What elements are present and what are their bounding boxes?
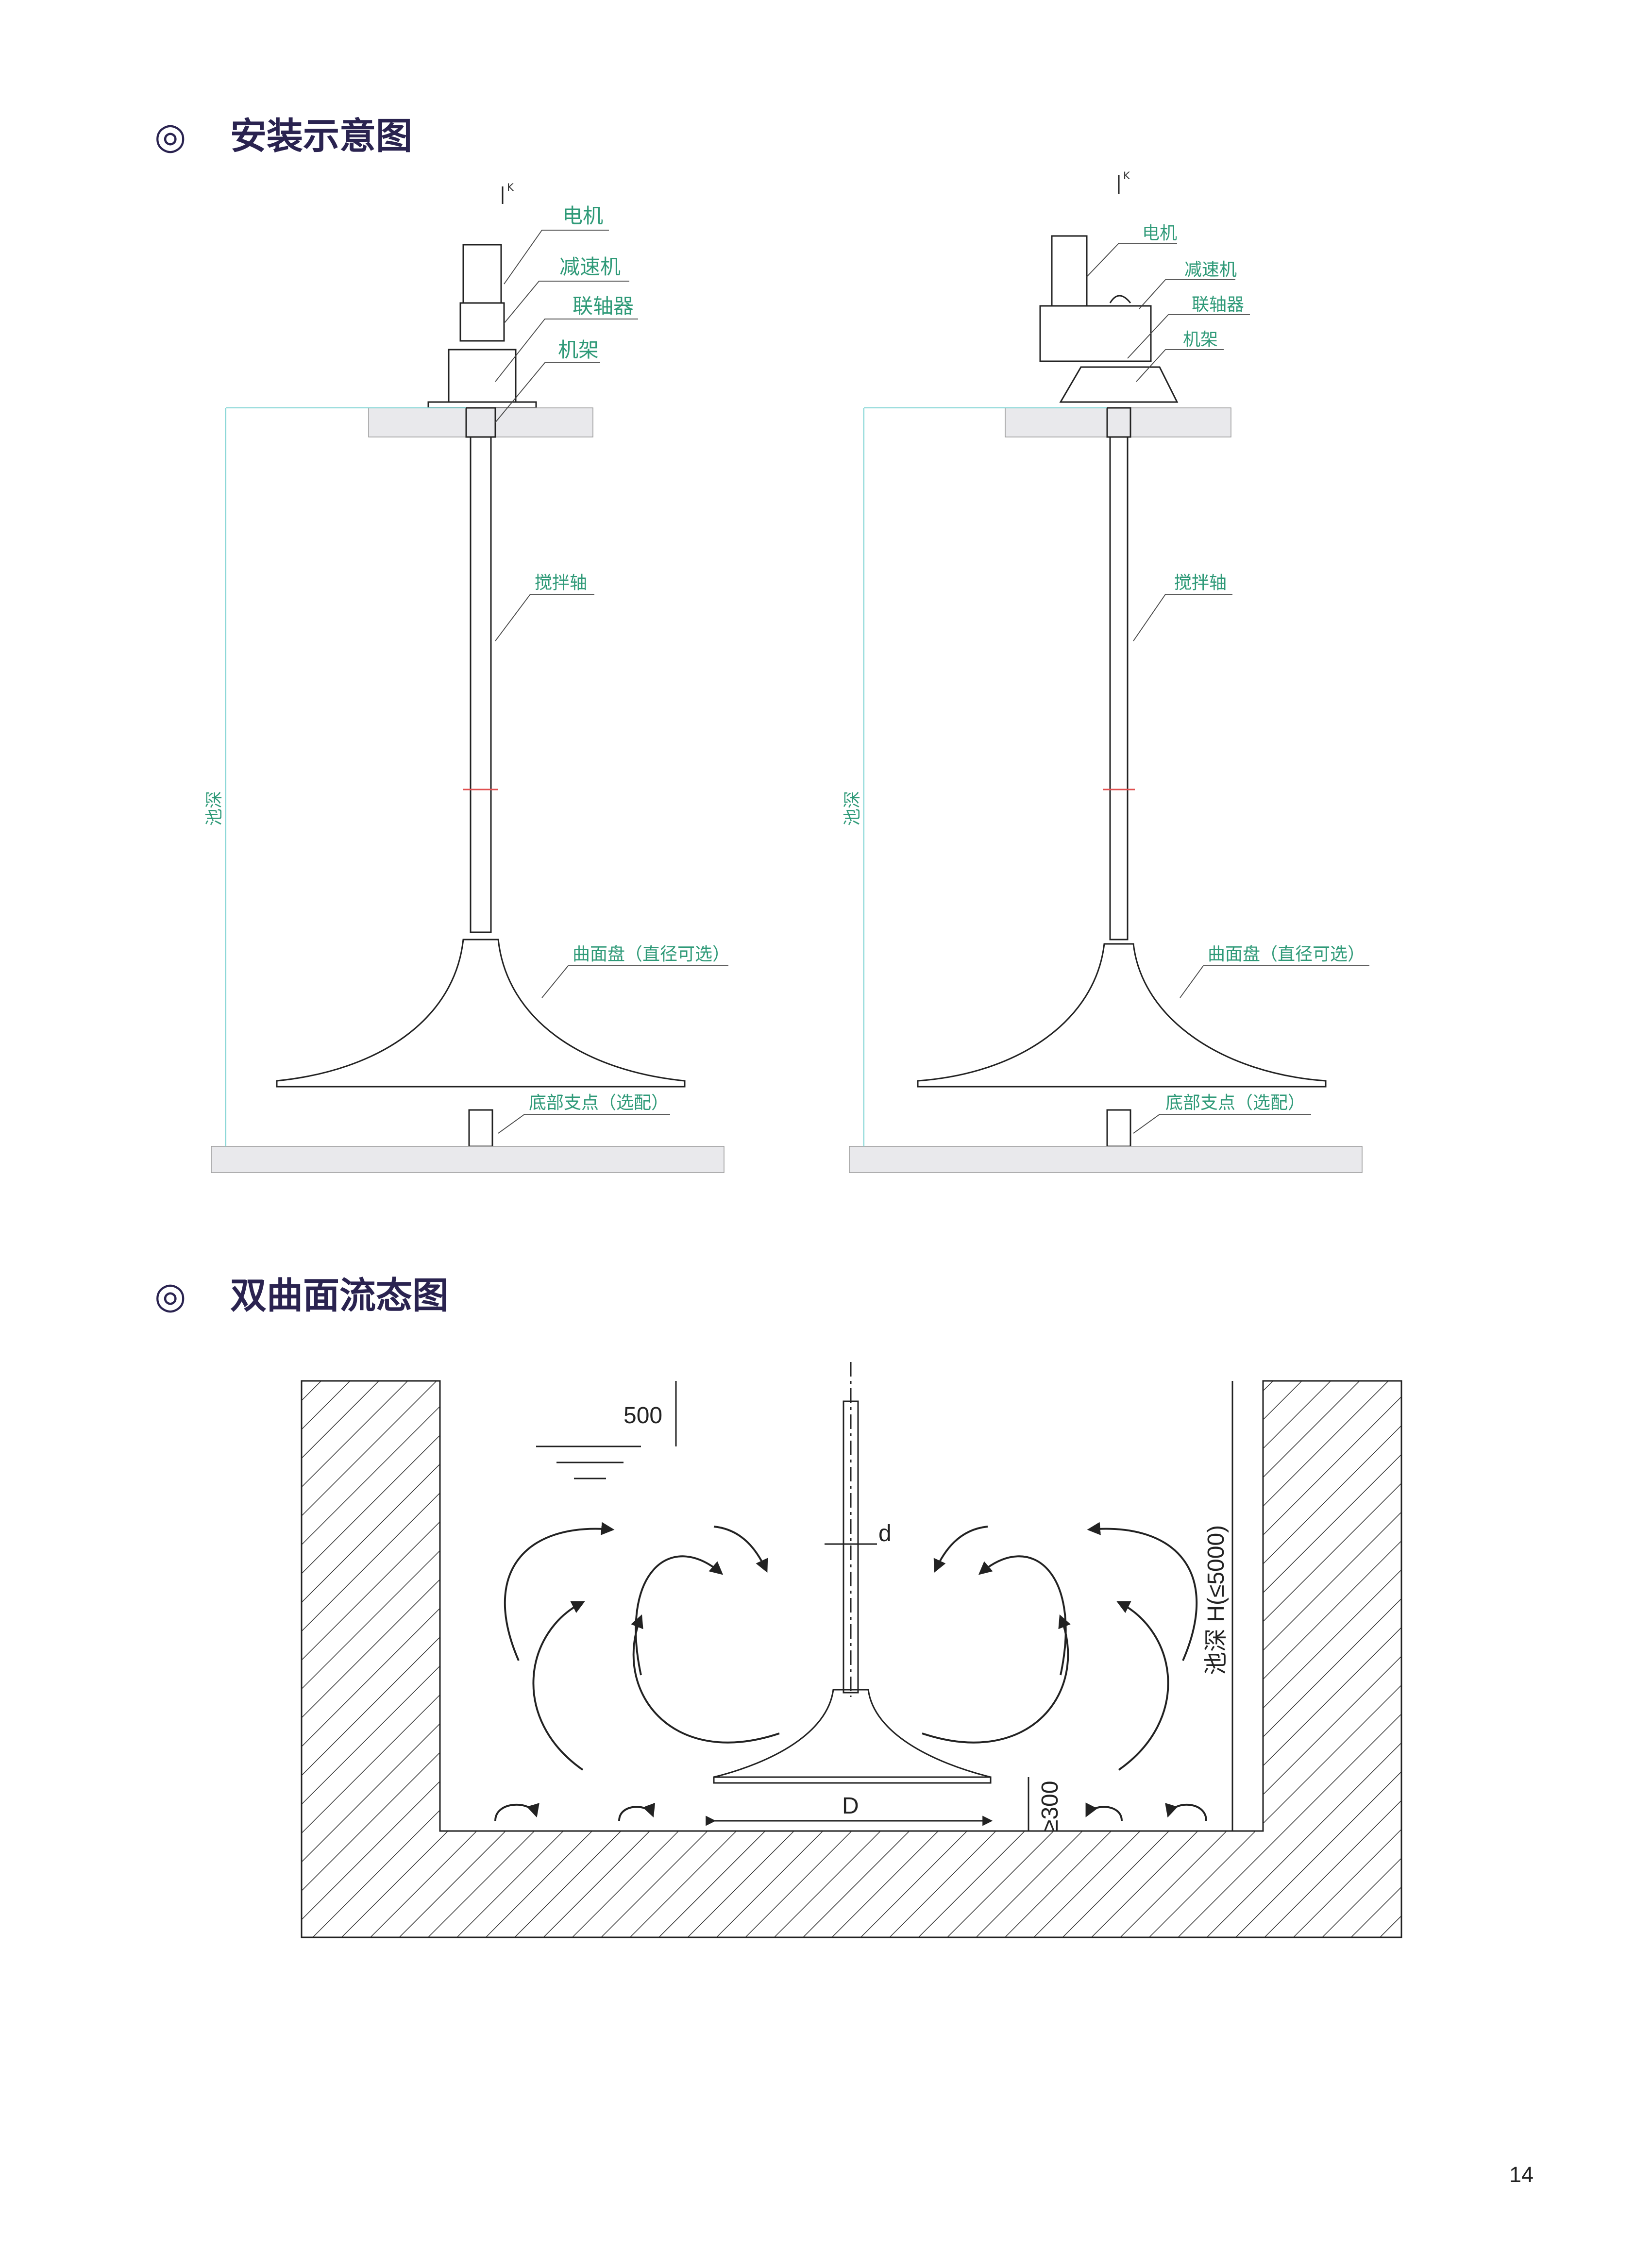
label-support: 底部支点（选配） <box>529 1093 669 1113</box>
label-reducer: 减速机 <box>559 255 621 279</box>
curved-disc <box>713 1689 991 1778</box>
label-disc: 曲面盘（直径可选） <box>573 944 730 964</box>
dim-disc-diameter: D <box>842 1793 859 1819</box>
frame <box>448 349 517 403</box>
label-coupling: 联轴器 <box>1192 295 1244 315</box>
label-frame: 机架 <box>558 338 599 362</box>
label-disc: 曲面盘（直径可选） <box>1208 944 1365 964</box>
frame <box>1059 366 1179 403</box>
label-shaft: 搅拌轴 <box>1174 573 1227 593</box>
motor <box>1051 235 1088 307</box>
shaft <box>470 436 492 933</box>
floor-slab <box>1005 407 1231 437</box>
dim-depth: 池深 H(≤5000) <box>1203 1525 1229 1675</box>
curved-disc <box>917 943 1327 1088</box>
page-number: 14 <box>1509 2162 1534 2187</box>
pool-bottom <box>849 1146 1363 1173</box>
flow-diagram: 500 d D ≥300 池深 H(≤5000) <box>301 1362 1402 1938</box>
pool-bottom <box>211 1146 725 1173</box>
label-frame: 机架 <box>1183 330 1218 350</box>
label-reducer: 减速机 <box>1184 260 1237 280</box>
view-mark: K <box>507 182 514 193</box>
shaft <box>1109 436 1129 941</box>
section-heading-install: ◎ 安装示意图 <box>154 115 412 157</box>
heading-marker: ◎ <box>154 115 186 157</box>
curved-disc <box>276 939 686 1088</box>
heading-title: 双曲面流态图 <box>230 1274 449 1317</box>
install-drawing-right: K 池深 电机 减速机 联轴器 机架 搅拌轴 曲面盘（直径可选） 底部支点（选配… <box>843 170 1369 1173</box>
dim-bottom-clearance: ≥300 <box>1037 1781 1063 1832</box>
depth-label: 池深 <box>204 791 224 826</box>
label-motor: 电机 <box>562 204 603 228</box>
reducer <box>459 302 505 342</box>
dim-top-clearance: 500 <box>624 1403 662 1428</box>
shaft <box>843 1400 859 1694</box>
reducer <box>1039 305 1152 362</box>
label-shaft: 搅拌轴 <box>535 573 587 593</box>
label-coupling: 联轴器 <box>573 294 634 318</box>
motor <box>462 244 502 304</box>
label-motor: 电机 <box>1142 223 1177 243</box>
dim-shaft-diameter: d <box>878 1521 892 1546</box>
floor-slab <box>368 407 593 437</box>
label-support: 底部支点（选配） <box>1165 1093 1305 1113</box>
section-heading-flow: ◎ 双曲面流态图 <box>154 1274 449 1317</box>
install-drawing-left: K 池深 电机 减速机 联轴器 机架 搅拌轴 曲面盘（直径可选） 底部支点（选配… <box>204 182 730 1173</box>
flow-arrows <box>494 1522 1207 1821</box>
pool-wall <box>301 1380 1402 1938</box>
heading-title: 安装示意图 <box>230 115 412 157</box>
view-mark: K <box>1123 170 1130 182</box>
depth-label: 池深 <box>843 791 862 826</box>
heading-marker: ◎ <box>154 1274 186 1317</box>
